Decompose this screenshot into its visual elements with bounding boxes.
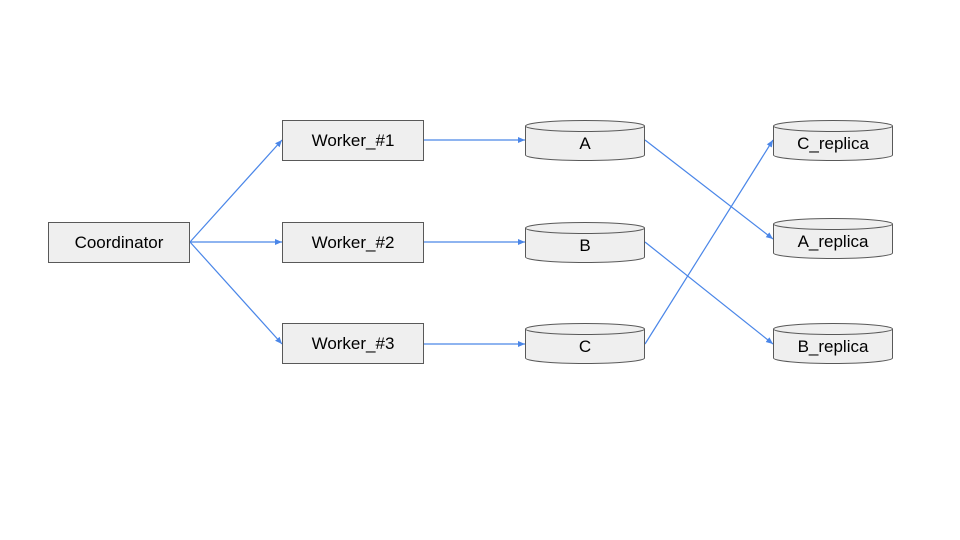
coordinator-label: Coordinator	[74, 232, 164, 252]
database-a-replica-cylinder-icon	[773, 218, 893, 259]
edge-c-c-replica	[644, 139, 774, 345]
worker-2-label: Worker_#2	[311, 232, 395, 252]
database-b: B	[525, 222, 645, 263]
database-a-cylinder-icon	[525, 120, 645, 161]
database-a-replica: A_replica	[773, 218, 893, 259]
database-c: C	[525, 323, 645, 364]
database-c-label: C	[578, 337, 592, 356]
worker-2-node: Worker_#2	[282, 222, 424, 263]
database-c-cylinder-icon	[525, 323, 645, 364]
edge-b-b-replica	[644, 241, 774, 345]
database-b-replica-cylinder-icon	[773, 323, 893, 364]
database-c-replica-label: C_replica	[797, 134, 869, 153]
database-b-label: B	[579, 236, 591, 255]
database-b-replica-label: B_replica	[797, 337, 869, 356]
edge-coordinator-worker-1	[189, 139, 283, 243]
worker-3-label: Worker_#3	[311, 333, 395, 353]
worker-1-node: Worker_#1	[282, 120, 424, 161]
coordinator-node: Coordinator	[48, 222, 190, 263]
database-a: A	[525, 120, 645, 161]
worker-3-node: Worker_#3	[282, 323, 424, 364]
database-a-replica-label: A_replica	[797, 232, 869, 251]
worker-1-label: Worker_#1	[311, 130, 395, 150]
database-a-label: A	[579, 134, 591, 153]
database-b-replica: B_replica	[773, 323, 893, 364]
edge-coordinator-worker-3	[189, 241, 283, 345]
database-b-cylinder-icon	[525, 222, 645, 263]
database-c-replica-cylinder-icon	[773, 120, 893, 161]
edge-a-a-replica	[644, 139, 774, 240]
database-c-replica: C_replica	[773, 120, 893, 161]
